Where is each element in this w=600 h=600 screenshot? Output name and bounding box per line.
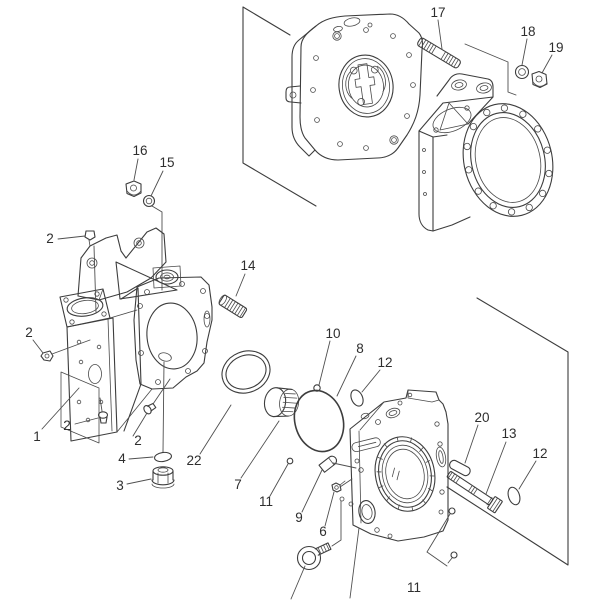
callout-label-2d: 2 xyxy=(134,433,142,448)
callout-label-15: 15 xyxy=(159,155,174,170)
eyebolt xyxy=(296,542,332,571)
snap-ring-22 xyxy=(221,350,271,394)
callout-label-22: 22 xyxy=(186,453,201,468)
callout-label-16: 16 xyxy=(132,143,147,158)
washer-15 xyxy=(142,194,156,208)
callout-label-11a: 11 xyxy=(259,494,273,509)
callout-label-2c: 2 xyxy=(63,418,71,433)
front-pump-case xyxy=(285,13,424,161)
callout-label-20: 20 xyxy=(474,410,489,425)
assembly-line-plug-3 xyxy=(162,361,165,453)
callout-label-12b: 12 xyxy=(532,446,547,461)
callout-label-18: 18 xyxy=(520,24,535,39)
pump-housing-1 xyxy=(59,227,213,444)
o-ring-8 xyxy=(293,389,345,453)
o-ring-12a xyxy=(350,389,364,407)
bolt-6 xyxy=(331,480,346,493)
stud-14 xyxy=(218,294,248,319)
callout-label-10: 10 xyxy=(325,326,340,341)
callout-label-6: 6 xyxy=(319,524,327,539)
o-ring-12b xyxy=(507,486,521,506)
callout-label-14: 14 xyxy=(240,258,256,273)
nut-19 xyxy=(531,70,548,89)
needle-bearing-7 xyxy=(263,387,300,418)
pin-11b xyxy=(447,507,458,564)
callout-label-11b: 11 xyxy=(407,580,421,595)
mounting-flange-ring xyxy=(462,103,554,217)
callout-label-17: 17 xyxy=(430,5,445,20)
assembly-line-bolt-6 xyxy=(339,478,353,488)
ball-10 xyxy=(313,384,321,392)
mounting-plane-top xyxy=(242,6,317,207)
stud-13 xyxy=(446,471,503,514)
plug-3 xyxy=(151,466,175,489)
leader-11b xyxy=(426,513,451,567)
nut-16 xyxy=(125,180,142,198)
rear-pump-case xyxy=(418,73,554,232)
bolt-2-bottom-right xyxy=(143,402,157,415)
end-cover-housing xyxy=(339,389,449,542)
callout-labels: 17 18 19 16 15 2 2 1 2 2 4 3 22 7 11 9 6… xyxy=(25,5,563,595)
washer-18 xyxy=(514,64,530,80)
valve-plate xyxy=(338,54,394,118)
callout-label-12a: 12 xyxy=(377,355,392,370)
mounting-plane-right xyxy=(446,297,569,566)
callout-label-13: 13 xyxy=(501,426,516,441)
callout-label-3: 3 xyxy=(116,478,124,493)
callout-label-2a: 2 xyxy=(46,231,54,246)
pin-20 xyxy=(449,459,471,477)
bolt-2-top xyxy=(84,230,97,313)
assembly-line-eyebolt xyxy=(331,500,342,547)
assembly-line-bolt-2 xyxy=(152,378,171,405)
front-case-bolt-holes xyxy=(310,27,416,151)
assembly-line-washer-15 xyxy=(151,205,163,291)
callout-label-2b: 2 xyxy=(25,325,33,340)
callout-label-19: 19 xyxy=(548,40,563,55)
callout-label-8: 8 xyxy=(356,341,364,356)
callout-label-4: 4 xyxy=(118,451,126,466)
callout-label-9: 9 xyxy=(295,510,303,525)
bolt-2-bottom-left xyxy=(97,397,109,424)
callout-label-7: 7 xyxy=(234,477,242,492)
bolt-2-left xyxy=(40,339,91,362)
assembly-line-plug-9 xyxy=(332,462,357,469)
leader-cutoff-right xyxy=(349,527,360,599)
callout-label-1: 1 xyxy=(33,429,41,444)
assembly-line-stud-17 xyxy=(464,43,517,96)
callout-leaders xyxy=(32,19,553,527)
o-ring-4 xyxy=(154,451,172,463)
pin-11a xyxy=(286,457,294,465)
stud-17 xyxy=(417,37,461,69)
leader-cutoff-left xyxy=(290,565,306,600)
